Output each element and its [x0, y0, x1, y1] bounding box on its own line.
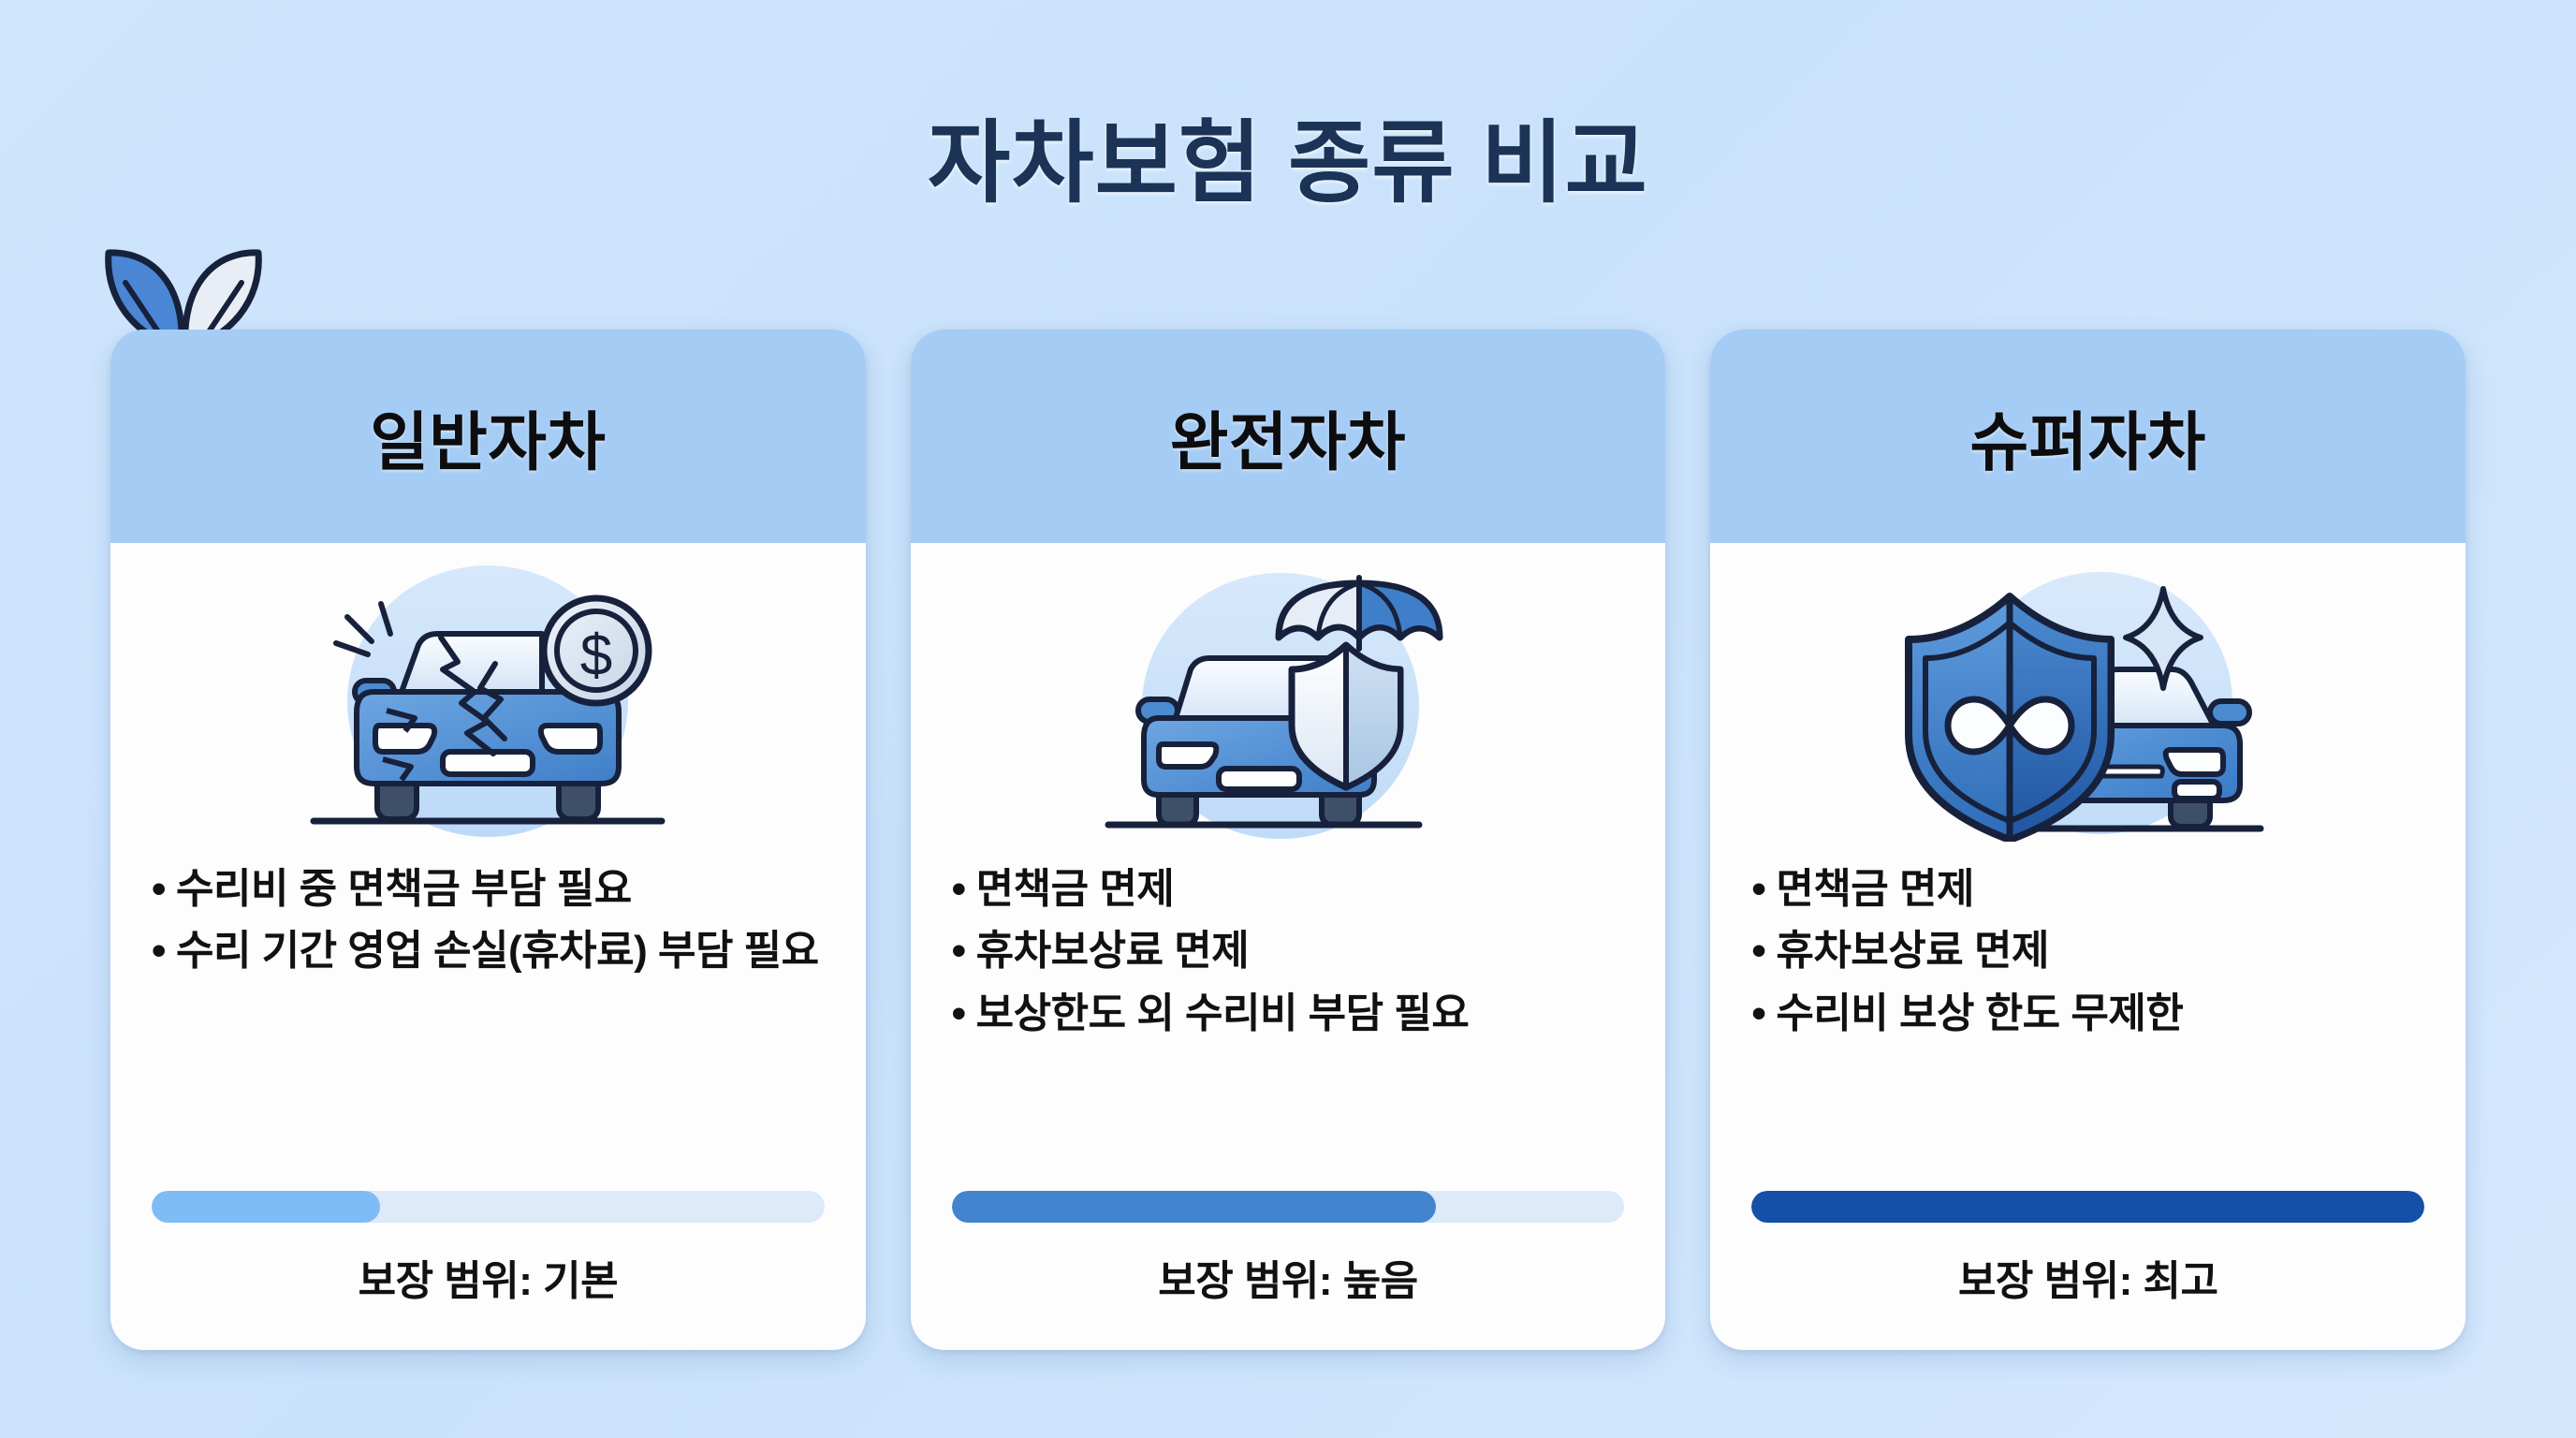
coverage-label: 보장 범위: 최고 — [1957, 1258, 2218, 1304]
card-bullets-super-jacha: • 면책금 면제 • 휴차보상료 면제 • 수리비 보상 한도 무제한 — [1710, 843, 2466, 1191]
bullet-dot: • — [951, 990, 966, 1036]
damaged-car-with-coin-illustration: $ — [110, 543, 866, 843]
card-title: 일반자차 — [370, 406, 607, 478]
coverage-progress-fill — [152, 1191, 381, 1223]
bullet-text: 휴차보상료 면제 — [975, 928, 1250, 975]
sparkle-icon — [2122, 586, 2203, 691]
card-title: 완전자차 — [1169, 406, 1407, 478]
dollar-coin-icon: $ — [540, 594, 652, 707]
card-footer-wanjeon-jacha: 보장 범위: 높음 — [911, 1191, 1666, 1350]
card-header-ilban-jacha: 일반자차 — [110, 330, 866, 543]
bullet-dot: • — [152, 928, 166, 975]
coverage-progress-bar — [1751, 1191, 2425, 1223]
bullet-text: 수리비 보상 한도 무제한 — [1776, 990, 2184, 1036]
bullet-dot: • — [1751, 866, 1766, 912]
card-title: 슈퍼자차 — [1969, 406, 2206, 478]
list-item: • 휴차보상료 면제 — [952, 925, 1625, 977]
umbrella-icon — [1275, 575, 1443, 652]
card-bullets-ilban-jacha: • 수리비 중 면책금 부담 필요 • 수리 기간 영업 손실(휴차료) 부담 … — [110, 843, 866, 1191]
bullet-dot: • — [951, 866, 966, 912]
bullet-text: 수리 기간 영업 손실(휴차료) 부담 필요 — [176, 928, 819, 975]
card-super-jacha[interactable]: 슈퍼자차 — [1710, 330, 2466, 1350]
card-footer-super-jacha: 보장 범위: 최고 — [1710, 1191, 2466, 1350]
bullet-text: 휴차보상료 면제 — [1776, 928, 2049, 975]
list-item: • 수리 기간 영업 손실(휴차료) 부담 필요 — [152, 925, 825, 977]
coverage-progress-bar — [152, 1191, 825, 1223]
bullet-dot: • — [152, 866, 166, 912]
card-bullets-wanjeon-jacha: • 면책금 면제 • 휴차보상료 면제 • 보상한도 외 수리비 부담 필요 — [911, 843, 1666, 1191]
list-item: • 면책금 면제 — [1751, 863, 2424, 916]
list-item: • 휴차보상료 면제 — [1751, 925, 2424, 977]
comparison-card-grid: 일반자차 — [105, 249, 2466, 1350]
card-header-super-jacha: 슈퍼자차 — [1710, 330, 2466, 543]
bullet-text: 보상한도 외 수리비 부담 필요 — [975, 990, 1470, 1036]
card-ilban-jacha[interactable]: 일반자차 — [105, 249, 866, 1350]
coverage-progress-fill — [951, 1191, 1437, 1223]
bullet-dot: • — [1751, 928, 1766, 975]
coverage-label: 보장 범위: 높음 — [1158, 1258, 1418, 1304]
coverage-progress-fill — [1751, 1191, 2425, 1223]
bullet-dot: • — [951, 928, 966, 975]
list-item: • 면책금 면제 — [952, 863, 1625, 916]
bullet-dot: • — [1751, 990, 1766, 1036]
card-footer-ilban-jacha: 보장 범위: 기본 — [110, 1191, 866, 1350]
car-with-shield-and-umbrella-illustration — [911, 543, 1666, 843]
list-item: • 수리비 중 면책금 부담 필요 — [152, 863, 825, 916]
card-header-wanjeon-jacha: 완전자차 — [910, 330, 1666, 543]
card-wanjeon-jacha[interactable]: 완전자차 — [910, 330, 1666, 1350]
list-item: • 보상한도 외 수리비 부담 필요 — [952, 988, 1625, 1040]
shield-infinity-with-car-illustration — [1710, 543, 2466, 843]
bullet-text: 면책금 면제 — [1776, 866, 1974, 912]
shield-infinity-icon — [1904, 593, 2115, 842]
bullet-text: 면책금 면제 — [975, 866, 1175, 912]
svg-text:$: $ — [580, 624, 612, 688]
coverage-label: 보장 범위: 기본 — [358, 1258, 619, 1304]
list-item: • 수리비 보상 한도 무제한 — [1751, 988, 2424, 1040]
coverage-progress-bar — [951, 1191, 1625, 1223]
bullet-text: 수리비 중 면책금 부담 필요 — [176, 866, 632, 912]
car-icon — [2071, 667, 2252, 829]
shield-icon — [1288, 641, 1404, 791]
page-title: 자차보험 종류 비교 — [928, 113, 1648, 213]
